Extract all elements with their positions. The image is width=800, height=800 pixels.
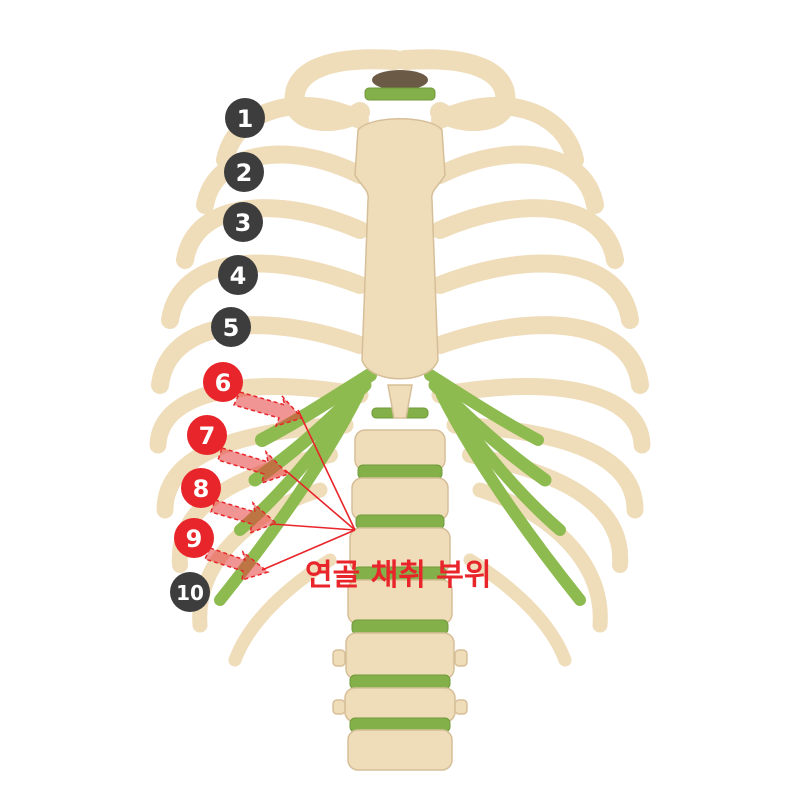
rib-marker-8: 8 [181,468,221,508]
rib-marker-4: 4 [218,255,258,295]
svg-text:7: 7 [199,422,216,450]
harvest-arrows [203,391,304,582]
spine [332,87,468,771]
harvest-site-caption: 연골 채취 부위 [305,558,492,593]
arrow-rib-8 [210,499,278,535]
arrow-rib-9 [203,547,270,582]
rib-marker-5: 5 [211,307,251,347]
rib-marker-7: 7 [187,415,227,455]
rib-marker-1: 1 [225,98,265,138]
svg-text:8: 8 [193,475,210,503]
svg-text:3: 3 [235,209,252,237]
svg-text:10: 10 [176,581,204,605]
rib-marker-6: 6 [203,362,243,402]
rib-marker-9: 9 [174,518,214,558]
rib-marker-10: 10 [170,572,210,612]
arrow-rib-7 [217,447,290,485]
svg-text:9: 9 [186,525,203,553]
svg-text:1: 1 [237,105,254,133]
sternum [354,118,446,419]
rib-marker-3: 3 [223,202,263,242]
rib-marker-2: 2 [224,152,264,192]
pointer-lines [261,409,356,571]
upper-ring [284,49,516,131]
arrow-rib-6 [232,391,304,428]
rib-markers: 1 2 3 4 5 6 7 8 [170,98,265,612]
svg-text:2: 2 [236,159,253,187]
svg-text:4: 4 [230,262,247,290]
svg-text:5: 5 [223,314,240,342]
svg-text:6: 6 [215,369,232,397]
